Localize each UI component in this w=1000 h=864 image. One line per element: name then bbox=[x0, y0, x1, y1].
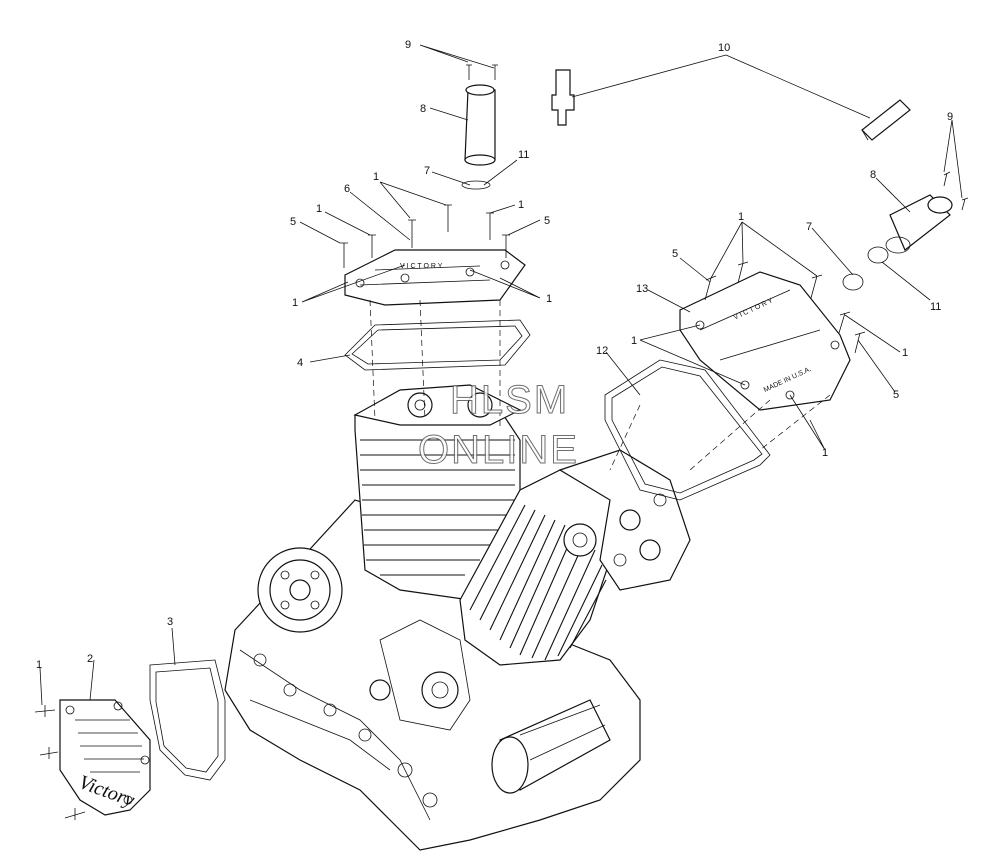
spark-plug-front bbox=[551, 69, 575, 126]
front-cylinder bbox=[353, 384, 522, 601]
leader-lines bbox=[39, 44, 963, 706]
callout-1-rear-mid-left: 1 bbox=[631, 335, 637, 347]
rear-intake-tube bbox=[842, 171, 969, 291]
front-rocker-gasket bbox=[344, 319, 531, 371]
callout-1-rear-mid-right: 1 bbox=[902, 347, 908, 359]
callout-7-top: 7 bbox=[424, 165, 430, 177]
callout-4: 4 bbox=[297, 357, 303, 369]
callout-3: 3 bbox=[167, 616, 173, 628]
callout-1-rear-top: 1 bbox=[738, 211, 744, 223]
watermark: HLSM ONLINE bbox=[418, 378, 579, 473]
spark-plug-rear bbox=[861, 99, 911, 141]
callout-12: 12 bbox=[596, 345, 608, 357]
front-rocker-cover: V I C T O R Y bbox=[344, 249, 526, 306]
callout-1-cam-cover: 1 bbox=[36, 659, 42, 671]
callout-11-top: 11 bbox=[518, 149, 529, 161]
rear-head-alignment-lines bbox=[609, 394, 831, 471]
callout-5-right: 5 bbox=[544, 215, 550, 227]
rear-rocker-cover: V I C T O R Y MADE IN U.S.A. bbox=[679, 271, 851, 411]
callout-5-left: 5 bbox=[290, 216, 296, 228]
watermark-line-1: HLSM bbox=[450, 378, 569, 422]
callout-1-top: 1 bbox=[373, 171, 379, 183]
cam-cover: Victory bbox=[59, 699, 151, 816]
callout-5-rear-top: 5 bbox=[672, 248, 678, 260]
rear-cylinder bbox=[459, 449, 691, 666]
callout-8-right: 8 bbox=[870, 169, 876, 181]
callout-7-right: 7 bbox=[806, 221, 812, 233]
callout-labels: 9 10 8 11 7 1 6 1 1 5 5 1 1 4 9 8 7 11 1… bbox=[36, 39, 953, 671]
callout-9-top: 9 bbox=[405, 39, 411, 51]
callout-2: 2 bbox=[87, 653, 93, 665]
callout-9-right: 9 bbox=[947, 111, 953, 123]
watermark-line-2: ONLINE bbox=[418, 428, 579, 472]
callout-1-lower-left: 1 bbox=[292, 297, 298, 309]
callout-5-rear-lower: 5 bbox=[893, 389, 899, 401]
callout-11-right: 11 bbox=[930, 301, 941, 313]
engine-crankcase bbox=[224, 499, 641, 851]
front-head-alignment-lines bbox=[369, 299, 501, 430]
callout-6: 6 bbox=[344, 183, 350, 195]
callout-1-rear-lower: 1 bbox=[822, 447, 828, 459]
cam-cover-gasket bbox=[149, 659, 226, 781]
callout-8-top: 8 bbox=[420, 103, 426, 115]
front-intake-tube bbox=[461, 64, 498, 190]
callout-1-right: 1 bbox=[518, 199, 524, 211]
front-rocker-victory-text: V I C T O R Y bbox=[400, 263, 443, 270]
callout-13: 13 bbox=[636, 283, 648, 295]
callout-10: 10 bbox=[718, 42, 730, 54]
callout-1-lower-right: 1 bbox=[546, 293, 552, 305]
callout-1-left: 1 bbox=[316, 203, 322, 215]
cam-cover-screws bbox=[34, 705, 86, 820]
